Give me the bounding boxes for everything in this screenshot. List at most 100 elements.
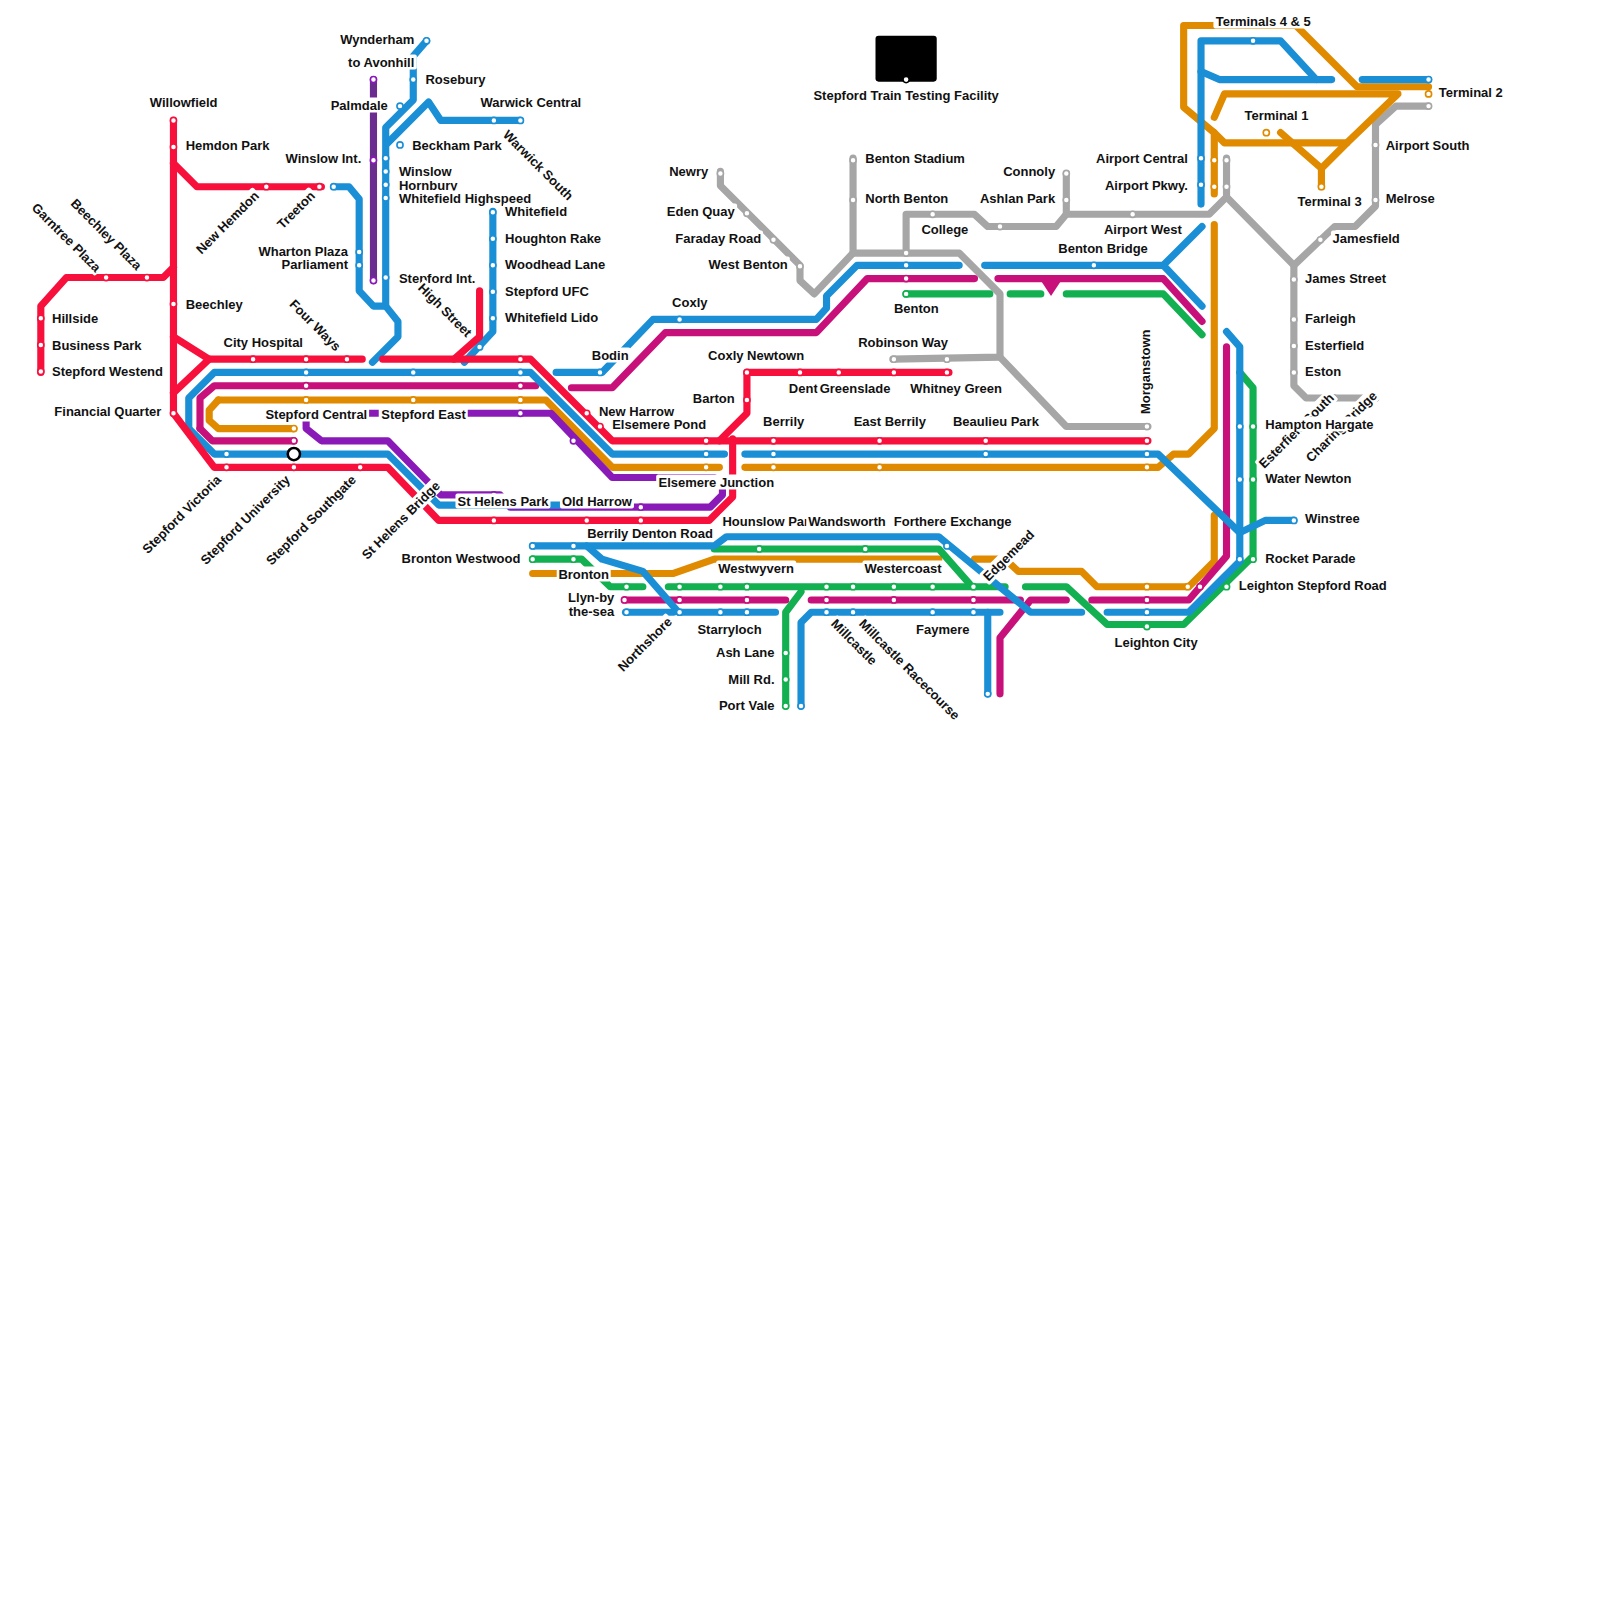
station-label: Water Newton [1263,470,1353,485]
station-dot [1237,556,1243,562]
station-dot [783,650,789,656]
station-label: Beaulieu Park [951,414,1041,429]
station-dot [103,274,109,280]
station-dot [717,609,723,615]
station-label: Whitefield [503,204,569,219]
station-label: Melrose [1384,190,1437,205]
station-label: Edgemead [978,525,1038,585]
station-label: Mill Rd. [726,671,776,686]
station-label: Stepford Westend [50,364,165,379]
station-label: Business Park [50,337,144,352]
station-dot [756,546,762,552]
station-dot [703,438,709,444]
route-segment [173,359,209,393]
station-dot [370,157,376,163]
route-segment [1163,265,1202,306]
station-dot [985,691,991,697]
station-dot [1291,343,1297,349]
station-dot [903,250,909,256]
station-dot [517,410,523,416]
station-label: Connoly [1001,164,1057,179]
route-segment [1184,26,1429,194]
station-label: Faraday Road [673,230,763,245]
station-label: New Hemdon [192,187,264,259]
grey-line [720,106,1428,426]
route-segment [668,583,1005,590]
station-dot [744,397,750,403]
station-dot [356,249,362,255]
station-dot [410,77,416,83]
station-dot [970,584,976,590]
station-label: Terminal 3 [1296,194,1364,209]
station-dot [1250,477,1256,483]
station-label: Barton [691,390,737,405]
station-dot [1372,197,1378,203]
station-label: Winslow Int. [284,151,364,166]
station-dot [823,584,829,590]
station-label: Bronton [556,567,611,582]
station-dot [1250,423,1256,429]
station-label: Willowfield [148,95,220,110]
station-dot [862,546,868,552]
station-dot [783,677,789,683]
station-dot [850,197,856,203]
route-segment [173,163,321,186]
station-dot [170,410,176,416]
station-label: Farleigh [1303,311,1358,326]
station-dot [1250,556,1256,562]
station-dot [1063,197,1069,203]
station-dot [477,344,483,350]
station-dot [970,609,976,615]
station-dot [1237,477,1243,483]
station-dot [744,609,750,615]
station-dot [1223,584,1229,590]
station-dot [1130,211,1136,217]
station-label: Hampton Hargate [1263,417,1375,432]
station-label: Stepford Central [263,407,369,422]
interchange-ring [288,448,300,460]
station-label: St Helens Park [456,494,551,509]
station-dot [983,451,989,457]
station-dot [517,369,523,375]
station-dot [770,237,776,243]
station-dot [570,543,576,549]
station-dot [623,609,629,615]
station-dot [823,609,829,615]
station-dot [1425,77,1431,83]
station-dot [877,438,883,444]
station-dot [250,356,256,362]
station-dot [877,464,883,470]
station-dot [316,184,322,190]
station-dot [638,517,644,523]
route-segment [1362,76,1428,83]
station-label: East Berrily [852,414,928,429]
station-dot [490,289,496,295]
station-dot [570,556,576,562]
station-dot [1263,130,1269,136]
route-segment [1041,281,1061,296]
route-segment [1201,41,1332,204]
station-dot [850,609,856,615]
station-label: Beechley Plaza [66,195,146,275]
station-dot [303,369,309,375]
station-label: Benton [892,301,941,316]
station-dot [517,117,523,123]
route-segment [811,596,1020,603]
station-dot [490,236,496,242]
route-segment [1227,332,1240,562]
station-label: Faymere [914,621,971,636]
station-dot [530,543,536,549]
route-segment [1092,347,1227,600]
station-dot [517,383,523,389]
station-dot [397,103,403,109]
station-dot [638,504,644,510]
route-segment [454,359,1148,441]
station-dot [370,278,376,284]
station-dot [517,356,523,362]
station-dot [370,77,376,83]
station-dot [1185,584,1191,590]
station-dot [356,262,362,268]
station-dot [891,356,897,362]
blue-stations [223,38,1431,709]
